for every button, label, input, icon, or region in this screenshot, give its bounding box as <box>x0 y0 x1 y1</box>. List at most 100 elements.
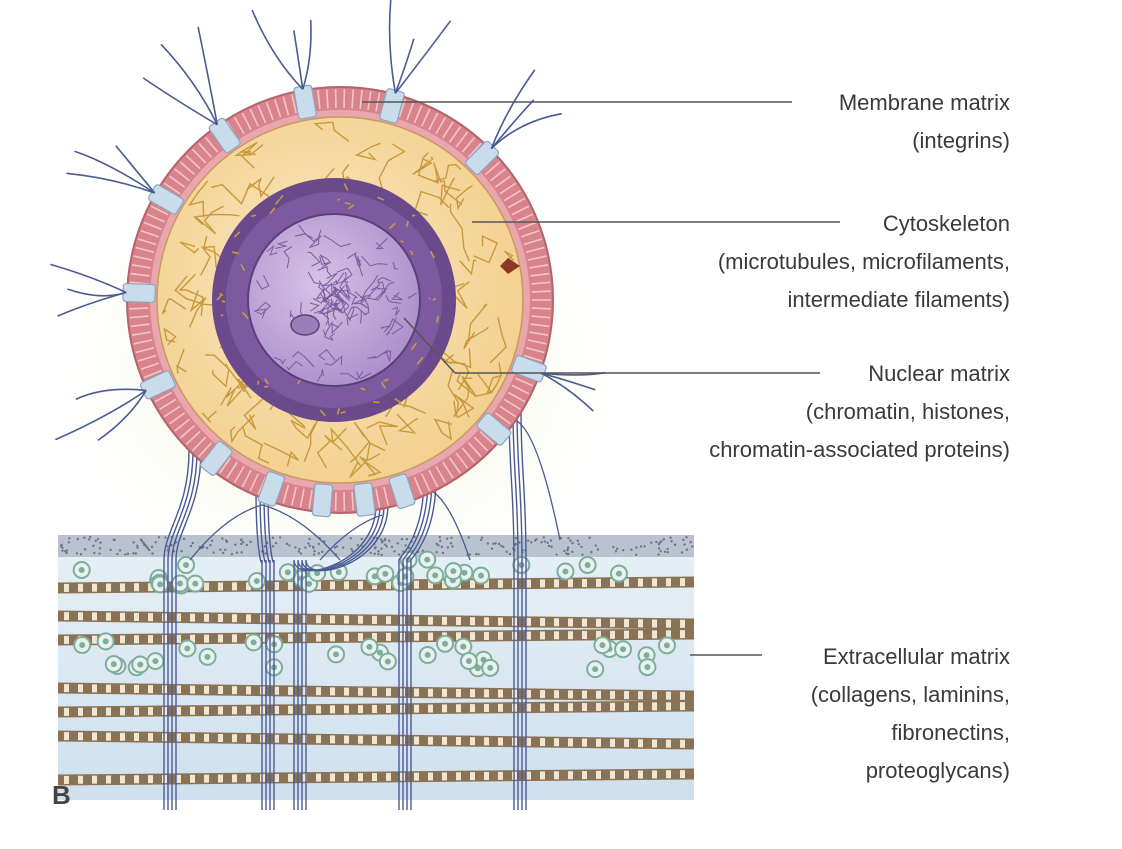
proteoglycan-core <box>663 642 670 649</box>
chromatin-fiber <box>221 300 226 303</box>
collagen-banding <box>652 702 657 711</box>
cytoskeleton-filament <box>179 241 200 254</box>
chromatin-fiber <box>296 379 301 385</box>
speckle <box>390 545 394 549</box>
collagen-banding <box>64 684 69 693</box>
collagen-banding <box>120 635 125 644</box>
collagen-banding <box>596 738 601 747</box>
collagen-banding <box>666 630 671 639</box>
lipid-tick <box>291 486 297 506</box>
speckle <box>278 536 282 539</box>
lipid-tick <box>317 90 321 110</box>
fiber-strand <box>410 477 437 810</box>
cytoskeleton-filament <box>455 185 473 211</box>
lipid-tick <box>413 105 423 124</box>
speckle <box>350 547 353 551</box>
collagen-banding <box>526 617 531 626</box>
chromatin-fiber <box>428 297 431 300</box>
cytoskeleton-filament <box>474 362 502 398</box>
nuclear-matrix-strand <box>347 251 362 266</box>
collagen-banding <box>652 578 657 587</box>
proteoglycan-core <box>333 651 340 658</box>
cytoskeleton-filament <box>246 176 275 199</box>
collagen-banding <box>288 633 293 642</box>
lipid-tick <box>484 161 501 176</box>
speckle <box>550 545 553 548</box>
collagen-banding <box>540 690 545 699</box>
collagen-banding <box>456 737 461 746</box>
speckle <box>490 547 494 550</box>
proteoglycan-core <box>284 569 291 576</box>
collagen-banding <box>372 773 377 782</box>
proteoglycan-core <box>366 643 373 650</box>
collagen-banding <box>92 612 97 621</box>
collagen-banding <box>610 618 615 627</box>
cytoskeleton-filament <box>433 163 462 183</box>
collagen-banding <box>372 633 377 642</box>
lipid-tick <box>137 238 157 246</box>
speckle <box>154 541 157 544</box>
collagen-banding <box>526 737 531 746</box>
collagen-banding <box>414 736 419 745</box>
collagen-banding <box>134 732 139 741</box>
fiber-strand <box>406 477 433 810</box>
collagen-banding <box>64 732 69 741</box>
collagen-banding <box>344 735 349 744</box>
surface-filament <box>74 150 156 194</box>
speckle <box>580 545 583 549</box>
proteoglycan-core <box>460 643 467 650</box>
integrin-receptors <box>122 84 547 518</box>
speckle <box>480 536 484 539</box>
nuclear-matrix-strand <box>323 280 349 286</box>
speckle <box>689 540 692 544</box>
collagen-banding <box>414 632 419 641</box>
fiber-strand <box>163 449 190 810</box>
collagen-banding <box>680 619 685 628</box>
speckle <box>505 550 508 554</box>
nuclear-matrix-strand <box>352 291 365 305</box>
speckle <box>189 544 193 548</box>
speckle <box>219 548 222 551</box>
nuclear-matrix-strand <box>307 271 320 284</box>
collagen-banding <box>190 634 195 643</box>
speckle <box>435 550 438 554</box>
cytoskeleton-filament <box>263 442 300 467</box>
speckle <box>285 542 289 546</box>
speckle <box>588 536 591 540</box>
collagen-banding <box>540 579 545 588</box>
chromatin-fiber <box>411 214 416 217</box>
lipid-tick <box>218 457 232 474</box>
nuclear-matrix-strand <box>377 276 392 282</box>
lipid-tick <box>448 457 462 474</box>
cytoskeleton-filament <box>226 378 252 407</box>
collagen-banding <box>498 737 503 746</box>
surface-filament <box>490 69 536 149</box>
speckle <box>474 552 478 556</box>
lipid-tick <box>523 238 543 246</box>
collagen-banding <box>484 631 489 640</box>
lipid-tick <box>241 469 252 488</box>
collagen-banding <box>610 578 615 587</box>
collagen-banding <box>456 772 461 781</box>
proteoglycan-core <box>442 640 449 647</box>
collagen-banding <box>134 583 139 592</box>
speckle <box>230 552 234 556</box>
nuclear-matrix-network <box>216 183 439 417</box>
collagen-banding <box>540 703 545 712</box>
speckle <box>240 551 243 554</box>
speckle <box>205 546 209 550</box>
speckle <box>304 546 307 549</box>
nuclear-matrix-strand <box>292 351 315 368</box>
speckle <box>132 552 135 555</box>
chromatin-fiber <box>389 222 396 230</box>
speckle <box>373 552 376 556</box>
proteoglycan-core <box>592 666 599 673</box>
speckle <box>380 553 383 557</box>
nuclear-matrix-strand <box>316 368 324 382</box>
collagen-banding <box>470 617 475 626</box>
lipid-tick <box>428 112 439 131</box>
collagen-banding <box>386 616 391 625</box>
collagen-banding <box>386 688 391 697</box>
collagen-banding <box>470 737 475 746</box>
proteoglycan-core <box>306 580 313 587</box>
